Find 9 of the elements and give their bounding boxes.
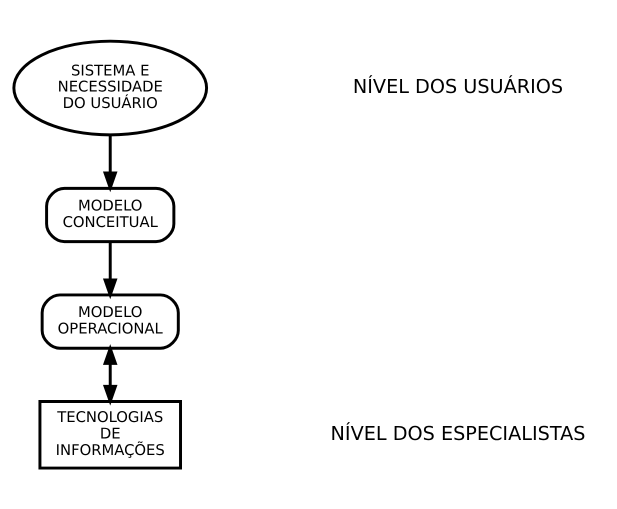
label: NÍVEL DOS ESPECIALISTAS	[330, 422, 586, 445]
node-box: MODELO CONCEITUAL	[45, 186, 176, 244]
node-ellipse: SISTEMA E NECESSIDADE DO USUÁRIO	[12, 40, 208, 136]
node-box: TECNOLOGIAS DE INFORMAÇÕES	[38, 400, 182, 470]
arrow	[102, 344, 118, 406]
label: NÍVEL DOS USUÁRIOS	[352, 75, 564, 98]
node-box: MODELO OPERACIONAL	[40, 293, 180, 350]
arrow	[102, 242, 118, 300]
arrow	[102, 136, 118, 192]
